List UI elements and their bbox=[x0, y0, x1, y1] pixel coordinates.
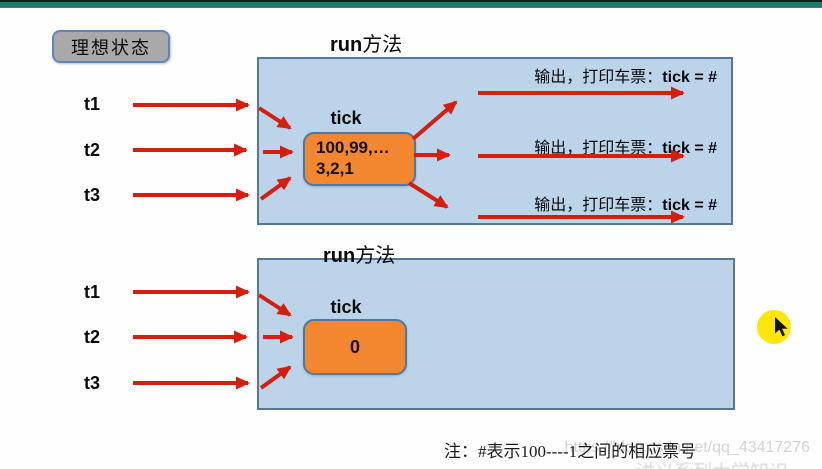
cursor-highlight-circle bbox=[757, 310, 791, 344]
run-title-en-2: run bbox=[323, 245, 356, 267]
output-value-2: tick = # bbox=[662, 140, 717, 157]
tick-value-zero: 0 bbox=[349, 336, 360, 357]
output-value-3: tick = # bbox=[662, 197, 717, 214]
tick-value-box-top: 100,99,… 3,2,1 bbox=[303, 132, 416, 186]
output-prefix-3: 输出，打印车票： bbox=[534, 197, 663, 214]
bottom-watermark-partial: 讲义系列大学知识 bbox=[636, 457, 788, 469]
thread-t1-top: t1 bbox=[84, 94, 101, 114]
tick-values-line2: 3,2,1 bbox=[316, 159, 354, 178]
output-value-1: tick = # bbox=[662, 69, 717, 86]
output-line-2: 输出，打印车票：tick = # bbox=[534, 134, 717, 158]
run-method-title-bottom: run方法 bbox=[323, 239, 395, 268]
output-prefix-2: 输出，打印车票： bbox=[534, 140, 663, 157]
output-prefix-1: 输出，打印车票： bbox=[534, 69, 663, 86]
tick-value-box-bottom: 0 bbox=[303, 319, 407, 375]
tick-label-bottom: tick bbox=[330, 297, 362, 317]
top-teal-bar bbox=[0, 0, 822, 8]
ideal-state-badge: 理想状态 bbox=[52, 30, 170, 63]
thread-t2-top: t2 bbox=[84, 140, 101, 160]
mouse-cursor-icon bbox=[775, 317, 788, 337]
run-title-zh-2: 方法 bbox=[355, 245, 396, 267]
run-title-zh: 方法 bbox=[362, 34, 403, 56]
thread-t2-bottom: t2 bbox=[84, 327, 101, 347]
ideal-state-label: 理想状态 bbox=[71, 37, 151, 58]
run-title-en: run bbox=[330, 34, 363, 56]
csdn-watermark: https://blog.csdn.net/qq_43417276 bbox=[564, 439, 810, 456]
thread-t3-bottom: t3 bbox=[84, 373, 101, 393]
tick-values-line1: 100,99,… bbox=[316, 138, 390, 157]
output-line-3: 输出，打印车票：tick = # bbox=[534, 191, 717, 215]
thread-t1-bottom: t1 bbox=[84, 282, 101, 302]
output-line-1: 输出，打印车票：tick = # bbox=[534, 63, 717, 87]
run-method-title-top: run方法 bbox=[330, 28, 402, 57]
thread-t3-top: t3 bbox=[84, 185, 101, 205]
footnote: 注：#表示100----1之间的相应票号 bbox=[444, 442, 697, 461]
tick-label-top: tick bbox=[330, 108, 362, 128]
